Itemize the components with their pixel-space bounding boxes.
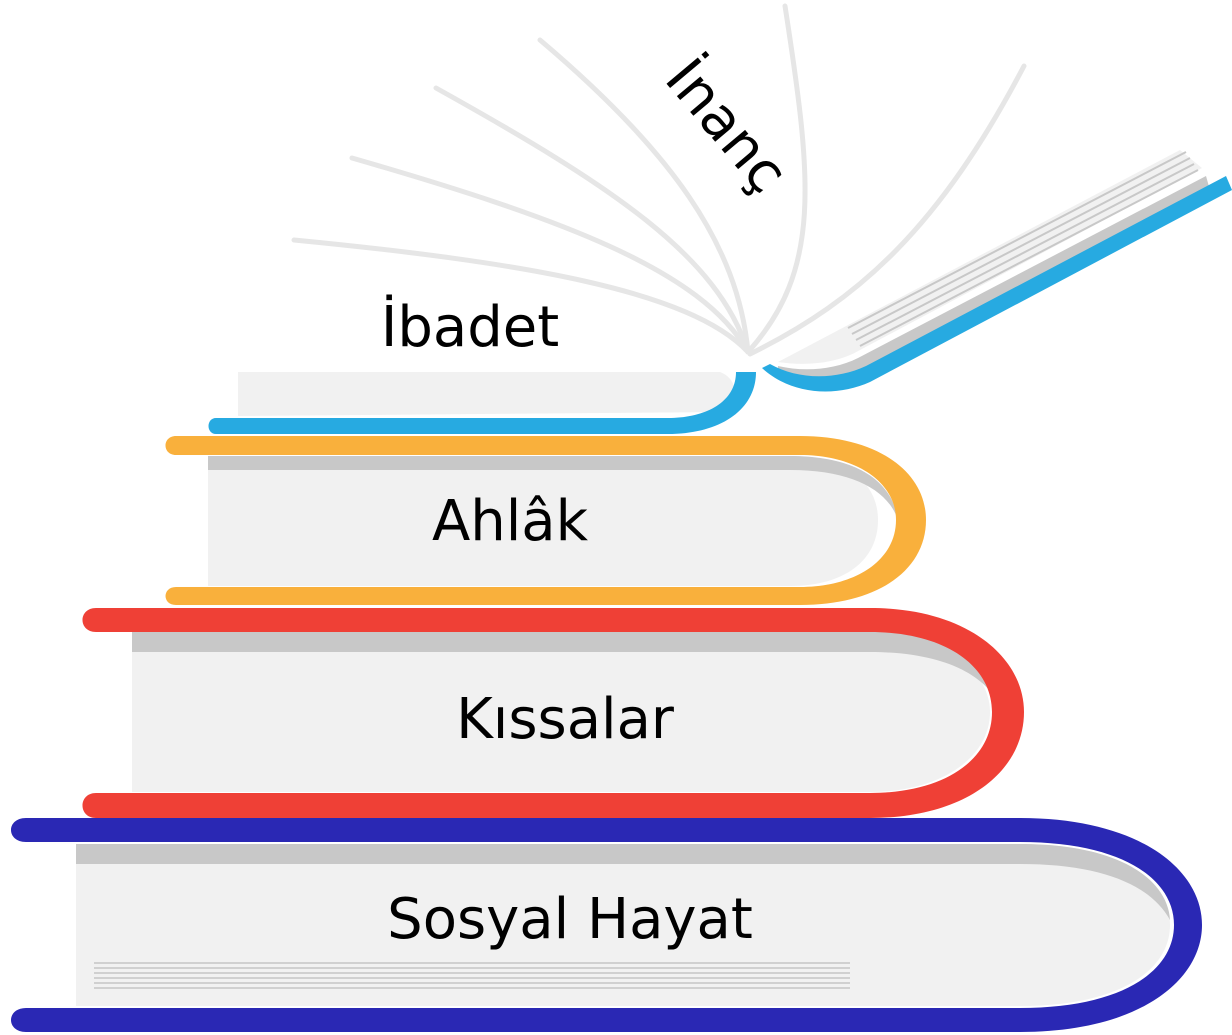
fan-page-5 xyxy=(745,3,808,355)
open-book-page-block xyxy=(778,150,1202,364)
book-kissalar-pages xyxy=(132,630,990,792)
open-book-page-line xyxy=(847,151,1187,329)
book-ibadet-label: İbadet xyxy=(381,295,559,360)
book-kissalar-cover xyxy=(82,608,1024,818)
fan-page-3 xyxy=(433,85,751,355)
fanned-pages xyxy=(291,3,1027,357)
book-ahlak-cover xyxy=(165,436,926,605)
fan-page-4 xyxy=(537,37,751,355)
open-book-page-line xyxy=(851,157,1191,335)
open-book-label: İnanç xyxy=(652,47,800,206)
fan-page-1 xyxy=(291,237,751,355)
open-book-page-shadow xyxy=(778,176,1210,383)
book-sosyal-hayat-cover xyxy=(11,818,1202,1032)
book-ahlak-label: Ahlâk xyxy=(432,489,589,554)
fan-page-2 xyxy=(349,155,751,355)
book-sosyal-hayat-page-lines xyxy=(94,962,850,989)
open-book-page-line xyxy=(855,163,1195,341)
book-ahlak: Ahlâk xyxy=(165,436,926,605)
book-sosyal-hayat-page-shadow xyxy=(76,844,1170,920)
fan-page-6 xyxy=(747,63,1027,357)
book-sosyal-hayat: Sosyal Hayat xyxy=(11,818,1202,1032)
open-book-right-half xyxy=(762,150,1232,392)
book-ibadet: İbadet xyxy=(208,295,756,434)
book-sosyal-hayat-pages xyxy=(76,844,1170,1006)
book-kissalar: Kıssalar xyxy=(82,608,1024,818)
book-ibadet-cover xyxy=(208,372,756,434)
book-kissalar-label: Kıssalar xyxy=(456,687,675,752)
book-ahlak-page-shadow xyxy=(208,456,898,520)
book-ibadet-pages xyxy=(238,372,735,416)
book-kissalar-page-shadow xyxy=(132,630,1002,712)
open-book-page-line xyxy=(859,169,1199,347)
book-sosyal-hayat-label: Sosyal Hayat xyxy=(387,887,753,952)
book-ahlak-pages xyxy=(208,456,878,586)
